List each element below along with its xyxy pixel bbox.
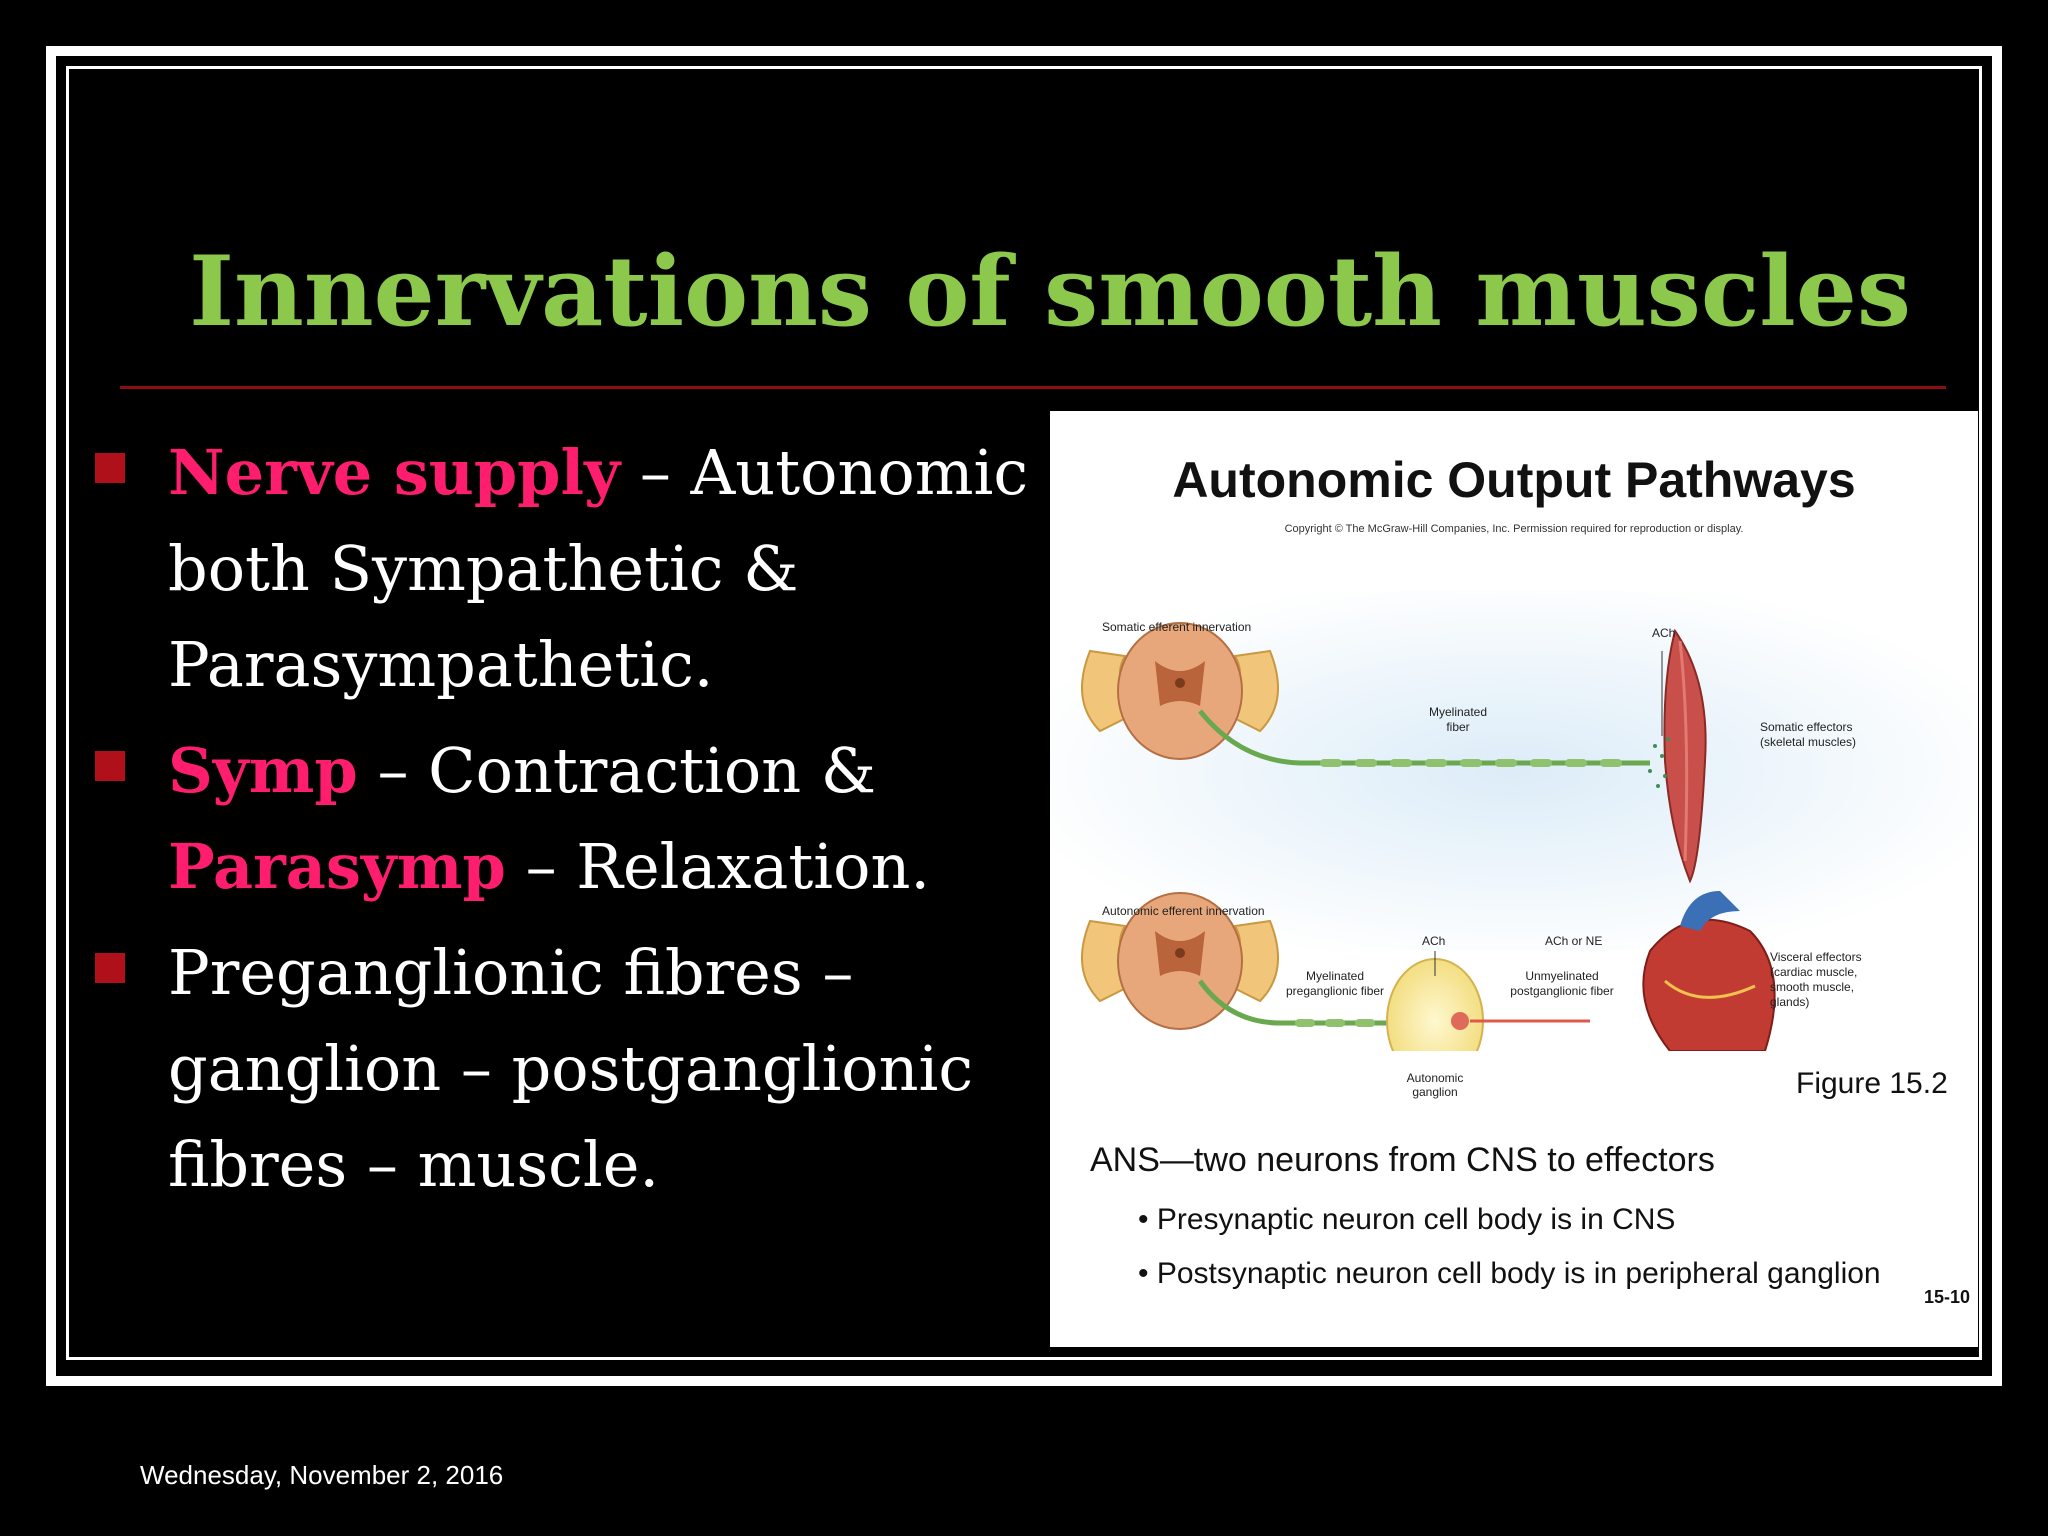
- myelin-segments-bottom: [1295, 1019, 1375, 1027]
- label-ganglion-line-1: Autonomic: [1406, 1071, 1464, 1085]
- figure-title: Autonomic Output Pathways: [1172, 452, 1856, 508]
- label-myelinated-fiber-2: fiber: [1446, 720, 1469, 734]
- bullet-text-2: – Relaxation.: [505, 830, 931, 903]
- label-autonomic-ganglion: Autonomic ganglion: [1380, 1071, 1490, 1099]
- myelinated-fiber-top: [1198, 709, 1650, 766]
- bullet-square-icon: [95, 453, 125, 483]
- label-somatic-innervation: Somatic efferent innervation: [1102, 620, 1251, 634]
- label-postganglionic-fiber-2: postganglionic fiber: [1510, 984, 1613, 998]
- label-autonomic-innervation: Autonomic efferent innervation: [1102, 904, 1265, 918]
- skeletal-muscle-icon: [1663, 628, 1707, 884]
- autonomic-pathways-figure: Autonomic Output Pathways Copyright © Th…: [1050, 411, 1978, 1347]
- bullet-text: – Contraction &: [357, 734, 877, 807]
- label-preganglionic-fiber: Myelinated: [1306, 969, 1364, 983]
- label-somatic-effectors: Somatic effectors: [1760, 720, 1852, 734]
- figure-point-1: • Presynaptic neuron cell body is in CNS: [1138, 1203, 1676, 1236]
- slide-title: Innervations of smooth muscles: [189, 235, 1911, 348]
- title-divider: [120, 386, 1946, 389]
- figure-point-2: • Postsynaptic neuron cell body is in pe…: [1138, 1257, 1881, 1290]
- label-ach-top: ACh: [1652, 626, 1675, 640]
- figure-number: Figure 15.2: [1796, 1067, 1948, 1100]
- bullet-highlight: Nerve supply: [168, 436, 621, 509]
- myelin-segments-top: [1320, 759, 1622, 767]
- pathway-illustration: Somatic efferent innervation ACh Myelina…: [1050, 591, 1978, 1051]
- slide-inner-border: [66, 66, 1982, 1360]
- figure-page-ref: 15-10: [1924, 1287, 1971, 1307]
- slide-outer-border: [46, 46, 2002, 1386]
- label-visceral-effectors-2: (cardiac muscle,: [1770, 965, 1857, 979]
- label-visceral-effectors: Visceral effectors: [1770, 950, 1862, 964]
- label-postganglionic-fiber: Unmyelinated: [1525, 969, 1598, 983]
- spinal-cord-top-icon: [1081, 622, 1279, 760]
- figure-caption: ANS—two neurons from CNS to effectors: [1090, 1141, 1715, 1179]
- heart-icon: [1642, 891, 1776, 1051]
- bullet-text: – Autonomic both Sympathetic & Parasympa…: [168, 436, 1029, 701]
- bullet-highlight-2: Parasymp: [168, 830, 506, 903]
- bullet-symp-parasymp: Symp – Contraction & Parasymp – Relaxati…: [90, 723, 1050, 915]
- label-somatic-effectors-2: (skeletal muscles): [1760, 735, 1856, 749]
- slide-date: Wednesday, November 2, 2016: [140, 1460, 504, 1490]
- figure-copyright: Copyright © The McGraw-Hill Companies, I…: [1284, 523, 1744, 535]
- label-ach-or-ne: ACh or NE: [1545, 934, 1602, 948]
- bullet-list: Nerve supply – Autonomic both Sympatheti…: [90, 425, 1050, 1223]
- label-ganglion-line-2: ganglion: [1412, 1085, 1458, 1099]
- ganglion-neuron-icon: [1451, 1012, 1469, 1030]
- label-ach-mid: ACh: [1422, 934, 1445, 948]
- bullet-text: Preganglionic fibres – ganglion – postga…: [168, 936, 974, 1201]
- bullet-square-icon: [95, 953, 125, 983]
- label-visceral-effectors-4: glands): [1770, 995, 1809, 1009]
- bullet-square-icon: [95, 751, 125, 781]
- preganglionic-fiber: [1197, 979, 1400, 1026]
- ach-dots-top: [1648, 737, 1670, 788]
- label-preganglionic-fiber-2: preganglionic fiber: [1286, 984, 1384, 998]
- bullet-pathway: Preganglionic fibres – ganglion – postga…: [90, 925, 1050, 1213]
- label-visceral-effectors-3: smooth muscle,: [1770, 980, 1854, 994]
- bullet-nerve-supply: Nerve supply – Autonomic both Sympatheti…: [90, 425, 1050, 713]
- label-myelinated-fiber: Myelinated: [1429, 705, 1487, 719]
- bullet-highlight: Symp: [168, 734, 358, 807]
